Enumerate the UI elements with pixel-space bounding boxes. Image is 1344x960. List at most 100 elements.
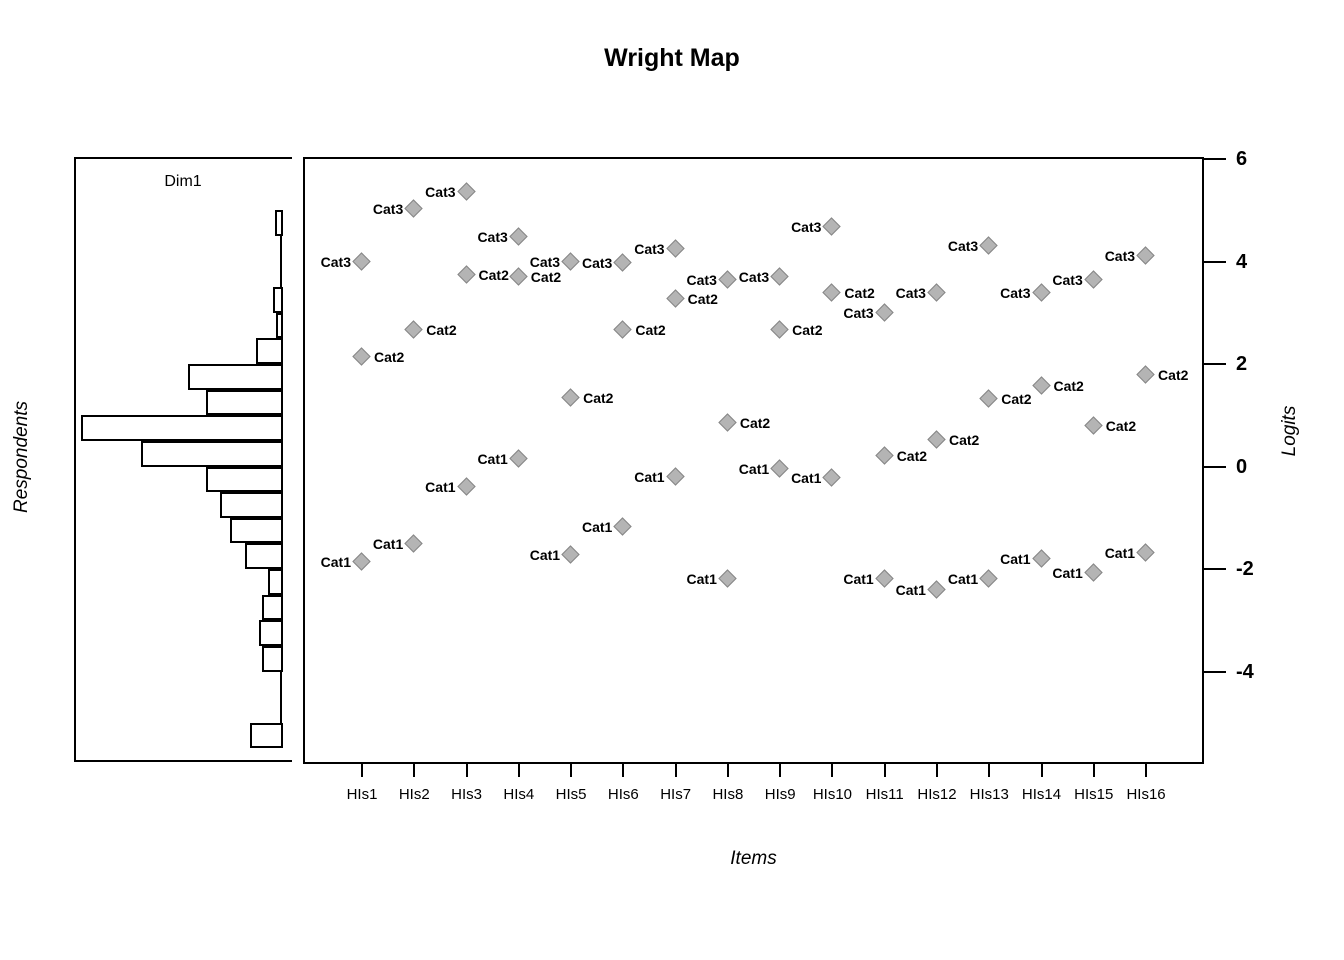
x-tick-label: HIs8 [712,786,744,803]
data-point-label: Cat2 [1053,378,1084,395]
x-tick-label: HIs1 [346,786,378,803]
data-point-label: Cat1 [372,535,404,552]
x-tick [413,764,416,777]
x-tick-label: HIs15 [1074,786,1114,803]
data-point-label: Cat3 [895,284,926,301]
x-tick [622,764,625,777]
x-tick-label: HIs14 [1021,786,1062,803]
histogram-bar [220,492,283,518]
x-tick-label: HIs6 [607,786,639,803]
data-point-label: Cat2 [1001,390,1032,407]
data-point-label: Cat2 [896,448,928,465]
data-point-label: Cat3 [425,183,456,200]
histogram-bar [275,210,283,236]
data-point-label: Cat2 [635,322,666,339]
data-point-label: Cat1 [1000,550,1031,567]
x-tick [1092,764,1095,777]
data-point-label: Cat3 [1052,271,1083,288]
data-point-label: Cat3 [947,238,979,255]
data-point-label: Cat3 [686,271,717,288]
y-tick-label: 6 [1236,148,1248,170]
y-tick [1204,260,1226,263]
y-tick [1204,363,1226,365]
histogram-bar [276,312,283,339]
data-point-label: Cat3 [738,268,770,285]
chart-title: Wright Map [604,44,740,72]
data-point-label: Cat1 [738,461,770,478]
histogram-bar [141,440,283,467]
y-tick [1204,670,1226,673]
data-point-label: Cat2 [583,389,614,406]
x-tick-label: HIs5 [555,786,587,803]
x-tick-label: HIs10 [812,786,853,803]
dimension-header: Dim1 [164,173,202,190]
data-point-label: Cat1 [1052,565,1083,582]
y-tick-label: 0 [1236,455,1248,478]
data-point-label: Cat1 [843,571,874,588]
histogram-bar [188,364,283,390]
item-scatter-panel [303,157,1204,764]
y-tick [1204,465,1226,468]
x-tick-label: HIs12 [917,786,957,803]
x-tick [570,764,573,777]
x-tick-label: HIs4 [503,786,535,803]
x-tick-label: HIs16 [1126,786,1166,803]
data-point-label: Cat1 [895,582,926,598]
data-point-label: Cat3 [372,201,404,218]
data-point-label: Cat1 [529,547,561,564]
data-point-label: Cat1 [947,571,979,588]
x-tick [935,764,938,777]
y-tick-label: -2 [1236,558,1254,580]
x-tick-label: HIs3 [451,786,482,803]
data-point-label: Cat2 [426,322,457,339]
x-tick-label: HIs2 [398,786,430,803]
data-point-label: Cat3 [581,255,613,272]
data-point-label: Cat1 [477,450,508,467]
histogram-bar [81,415,283,441]
data-point-label: Cat2 [739,414,771,431]
data-point-label: Cat1 [581,518,613,535]
data-point-label: Cat1 [686,571,717,588]
data-point-label: Cat1 [791,469,822,486]
data-point-label: Cat3 [1000,284,1031,301]
data-point-label: Cat2 [1158,366,1189,383]
data-point-label: Cat1 [634,468,665,485]
x-tick [726,764,729,777]
histogram-bar [262,594,283,621]
data-point-label: Cat1 [425,479,456,495]
data-point-label: Cat2 [374,348,405,365]
x-tick [517,764,520,777]
data-point-label: Cat2 [948,431,980,448]
data-point-label: Cat1 [1104,545,1136,562]
histogram-bar [262,645,283,672]
histogram-bar [206,389,283,416]
x-tick [465,764,468,777]
histogram-bar [256,338,283,364]
y-tick [1204,568,1226,570]
histogram-bar [230,517,283,544]
data-point-label: Cat2 [687,290,718,307]
histogram-bar [268,569,283,595]
y-tick [1204,158,1226,160]
data-point-label: Cat2 [792,322,823,339]
person-histogram-panel [74,157,292,762]
x-tick [1145,764,1148,777]
data-point-label: Cat3 [1104,247,1136,264]
items-axis-label: Items [730,848,777,869]
respondents-axis-label: Respondents [11,401,32,513]
x-tick [883,764,886,777]
data-point-label: Cat3 [477,228,508,245]
data-point-label: Cat3 [529,254,561,270]
data-point-label: Cat3 [843,304,874,321]
x-tick-label: HIs9 [764,786,796,803]
data-point-label: Cat2 [1105,418,1137,434]
histogram-bar [206,466,283,493]
data-point-label: Cat2 [478,266,509,283]
y-tick-label: -4 [1236,660,1254,683]
histogram-bar [273,287,283,313]
histogram-bar [250,722,283,749]
x-tick [361,764,363,777]
data-point-label: Cat3 [791,219,822,236]
data-point-label: Cat2 [844,284,875,301]
